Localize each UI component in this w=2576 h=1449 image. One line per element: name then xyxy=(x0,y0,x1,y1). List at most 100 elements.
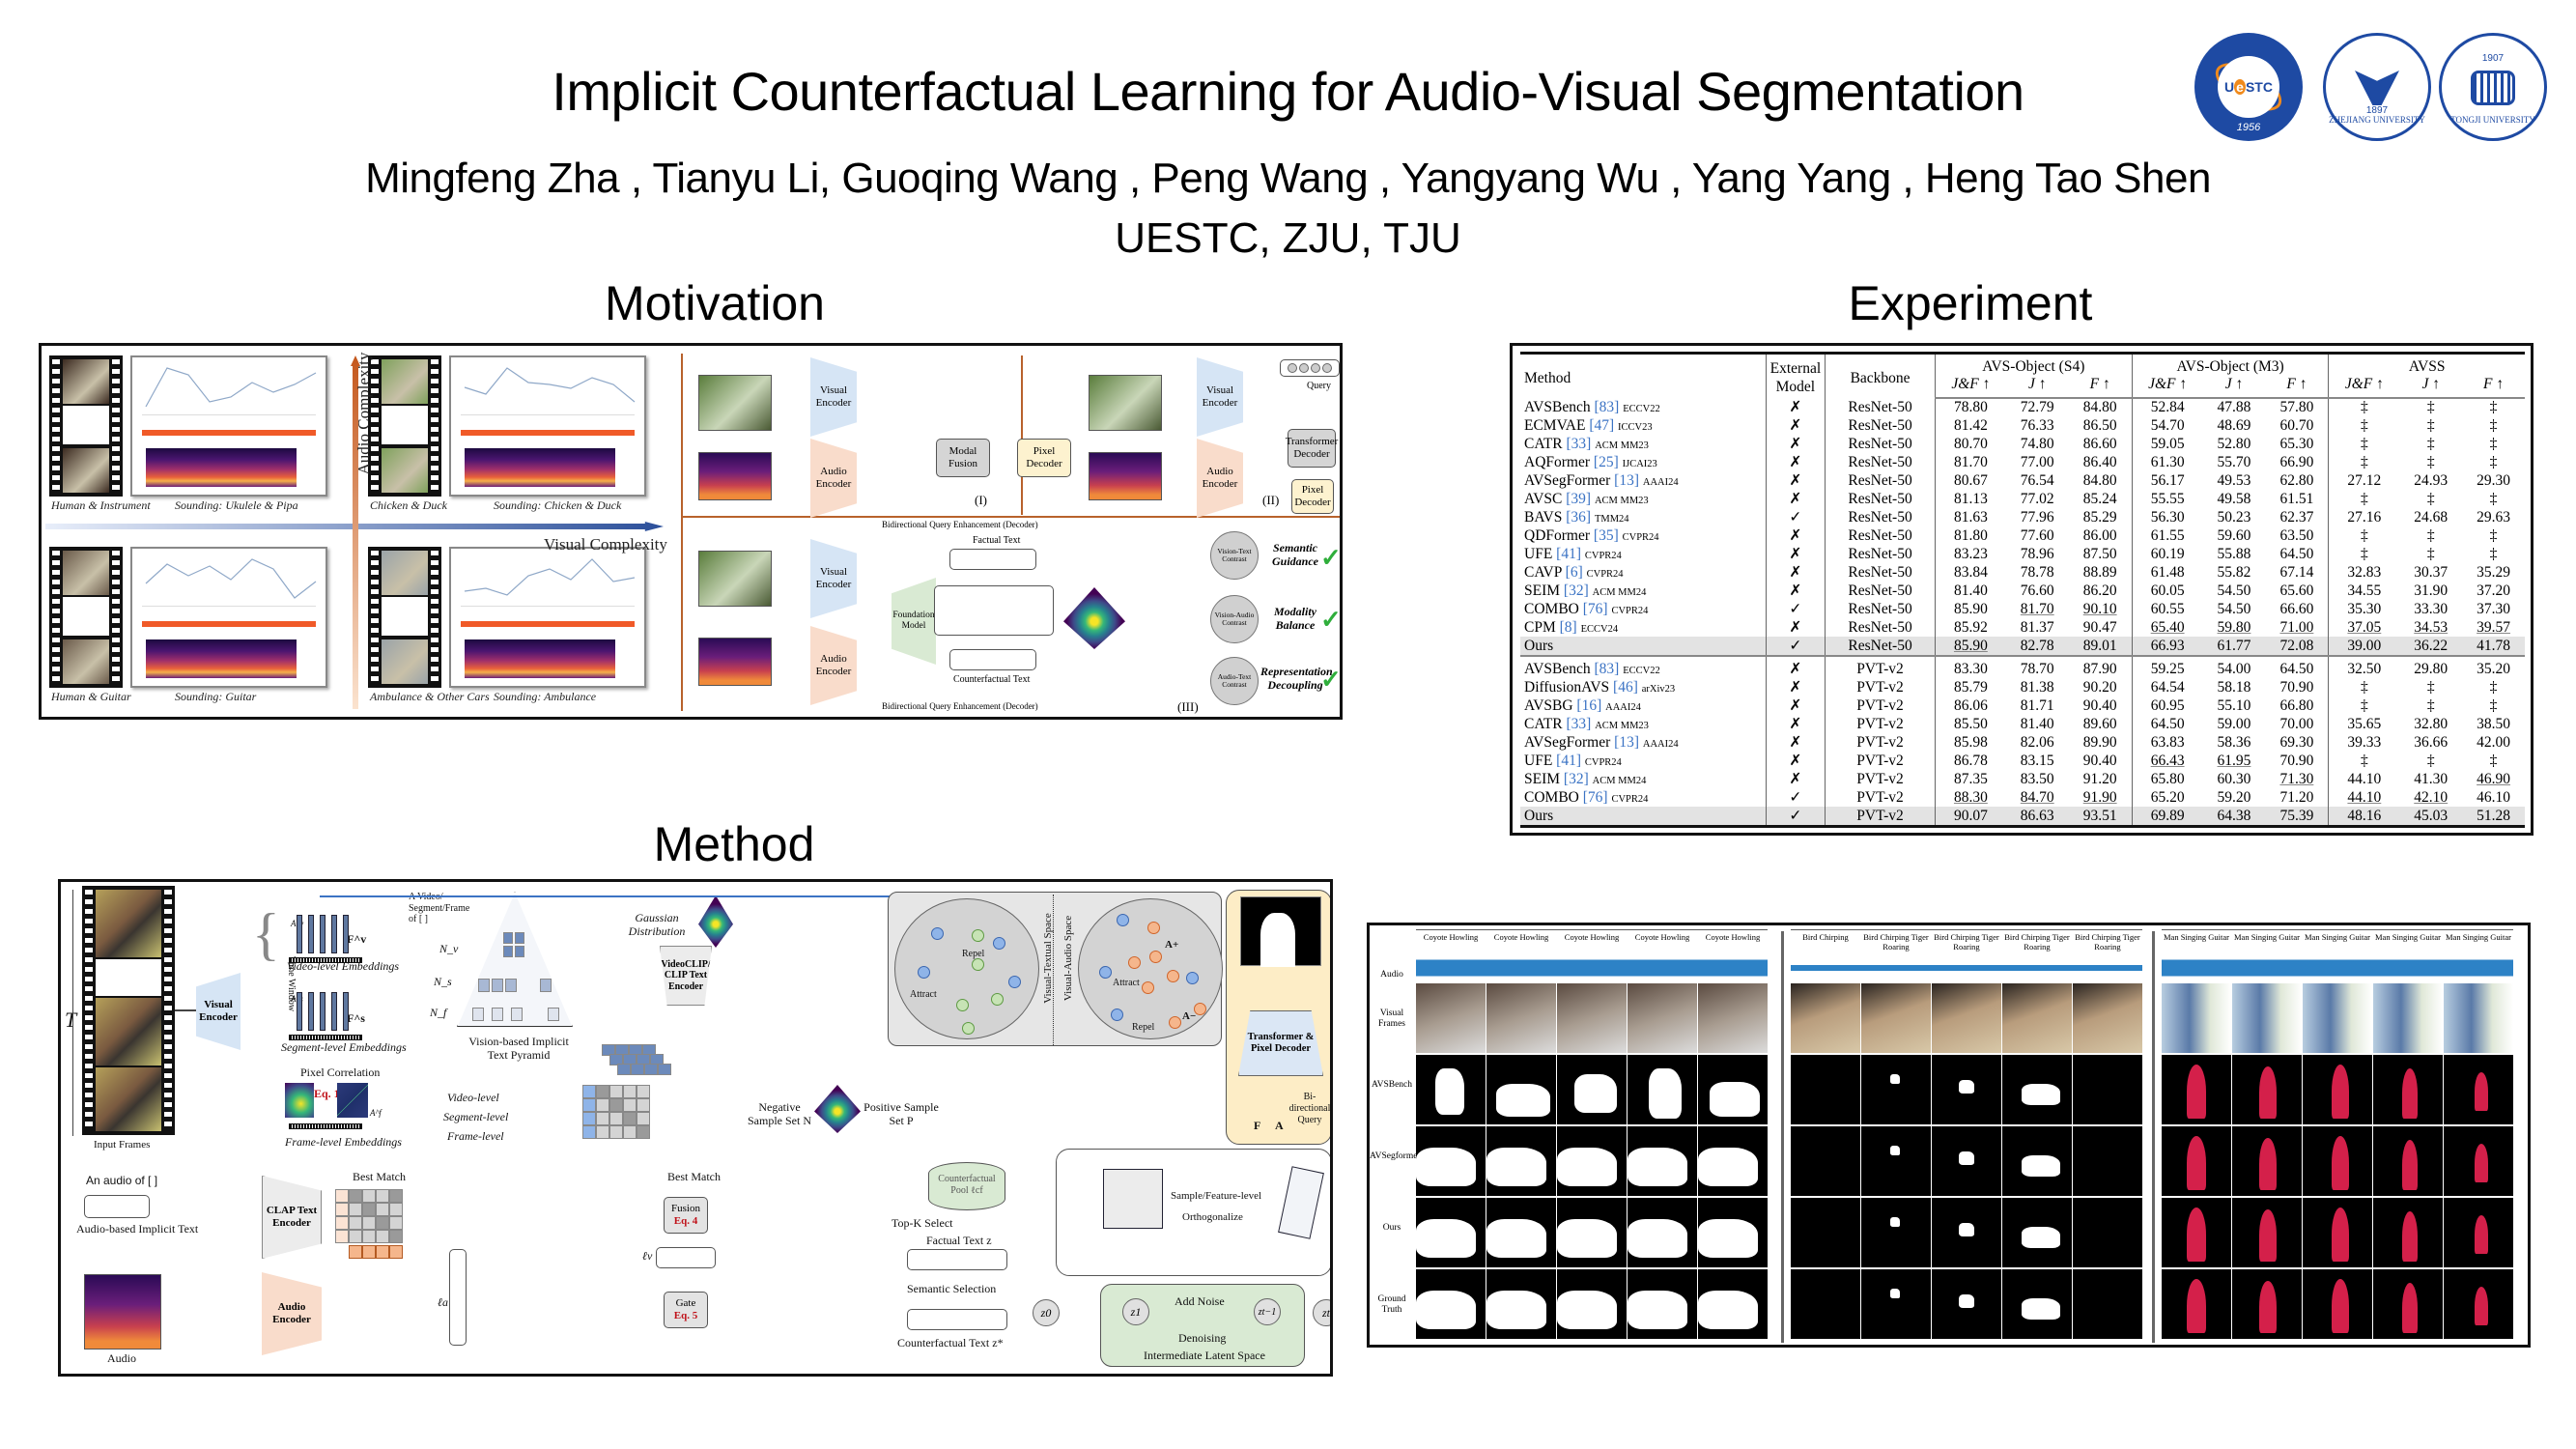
venue-label: ACM MM24 xyxy=(1592,586,1647,598)
text-embedding-cell xyxy=(609,1054,623,1065)
metric-cell: 90.10 xyxy=(2082,600,2117,617)
metric-cell: 81.70 xyxy=(2020,600,2054,617)
backbone-cell: ResNet-50 xyxy=(1825,416,1936,435)
segmentation-mask xyxy=(2444,1055,2513,1124)
method-cell: AVSBench [83] ECCV22 xyxy=(1520,398,1766,416)
segmentation-mask xyxy=(1861,1055,1931,1124)
citation-link[interactable]: [8] xyxy=(1559,618,1577,636)
citation-link[interactable]: [76] xyxy=(1582,788,1608,806)
citation-link[interactable]: [47] xyxy=(1589,416,1615,434)
modal-fusion-block: Modal Fusion xyxy=(936,439,990,477)
ell-v-label: ℓv xyxy=(642,1249,653,1263)
text-encoder: VideoCLIP/ CLIP Text Encoder xyxy=(660,946,712,1006)
query-label: Query xyxy=(1307,381,1331,391)
citation-link[interactable]: [6] xyxy=(1565,563,1583,581)
video-frame xyxy=(382,448,428,493)
metric-cell: 60.95 xyxy=(2131,696,2203,715)
metric-cell: ‡ xyxy=(2489,490,2498,507)
metric-cell: 60.30 xyxy=(2217,770,2251,787)
metric-cell: 69.89 xyxy=(2131,807,2203,828)
time-axis-label: T xyxy=(65,1008,77,1032)
citation-link[interactable]: [46] xyxy=(1613,678,1638,696)
divider xyxy=(1021,355,1023,515)
metric-cell: ‡ xyxy=(2426,435,2435,452)
metric-cell: 77.60 xyxy=(2020,526,2054,544)
segmentation-mask xyxy=(1486,1198,1556,1267)
row-label: Visual Frames xyxy=(1378,1009,1405,1030)
metric-cell: 78.96 xyxy=(2020,545,2054,562)
citation-link[interactable]: [25] xyxy=(1593,453,1619,470)
metric-cell: 78.70 xyxy=(2005,655,2069,678)
citation-link[interactable]: [83] xyxy=(1594,660,1620,677)
spectral-change-plot xyxy=(142,417,316,448)
metric-cell: 54.00 xyxy=(2202,655,2266,678)
backbone-cell: ResNet-50 xyxy=(1825,526,1936,545)
video-frame-thumbnail xyxy=(698,551,772,607)
citation-link[interactable]: [33] xyxy=(1566,715,1592,732)
segmentation-mask xyxy=(1628,1055,1697,1124)
metric-cell: 65.20 xyxy=(2131,788,2203,807)
backbone-cell: PVT-v2 xyxy=(1825,733,1936,752)
embedding-bar xyxy=(308,915,314,953)
citation-link[interactable]: [35] xyxy=(1593,526,1619,544)
segmentation-mask xyxy=(2444,1198,2513,1267)
metric-cell: 37.05 xyxy=(2328,618,2400,637)
citation-link[interactable]: [13] xyxy=(1614,471,1639,489)
uestc-logo-year: 1956 xyxy=(2236,122,2261,133)
orthogonalize-diagram xyxy=(934,585,1054,636)
film-strip xyxy=(289,957,362,963)
pyramid-level-nf: N_f xyxy=(430,1006,447,1019)
visual-textual-space xyxy=(894,898,1039,1039)
decoder-input-a: A xyxy=(1275,1119,1284,1132)
backbone-cell: ResNet-50 xyxy=(1825,618,1936,637)
citation-link[interactable]: [41] xyxy=(1556,545,1581,562)
citation-link[interactable]: [41] xyxy=(1556,752,1581,769)
citation-link[interactable]: [33] xyxy=(1566,435,1592,452)
panel-caption-left: Human & Instrument xyxy=(51,498,151,512)
metric-cell: ‡ xyxy=(2328,398,2400,416)
segmentation-mask-output xyxy=(1240,896,1321,967)
frame-difference-plot xyxy=(461,363,635,415)
citation-link[interactable]: [83] xyxy=(1594,398,1620,415)
citation-link[interactable]: [13] xyxy=(1614,733,1639,751)
metric-cell: 35.65 xyxy=(2328,715,2400,733)
method-cell: CATR [33] ACM MM23 xyxy=(1520,435,1766,453)
metric-cell: 59.25 xyxy=(2131,655,2203,678)
citation-link[interactable]: [16] xyxy=(1576,696,1602,714)
feature-fs-label: F^s xyxy=(347,1011,365,1025)
citation-link[interactable]: [39] xyxy=(1566,490,1592,507)
similarity-cell xyxy=(637,1112,650,1125)
video-frame-thumbnail xyxy=(1089,375,1162,431)
metric-cell: 36.66 xyxy=(2414,733,2449,751)
similarity-cell xyxy=(637,1085,650,1098)
metric-cell: 85.24 xyxy=(2082,490,2117,507)
a-minus-label: A− xyxy=(1182,1010,1197,1022)
visual-encoder: Visual Encoder xyxy=(810,539,857,618)
audio-waveform xyxy=(1416,956,1768,980)
panel-caption-right: Sounding: Ambulance xyxy=(494,690,597,703)
metric-cell: 56.17 xyxy=(2131,471,2203,490)
tju-logo-year: 1907 xyxy=(2481,53,2505,64)
venue-label: ECCV22 xyxy=(1623,403,1660,414)
pyramid-level-nv: N_v xyxy=(439,942,459,955)
spectrogram-thumbnail xyxy=(698,452,772,500)
metric-cell: 59.20 xyxy=(2217,788,2251,806)
metric-cell: ‡ xyxy=(2328,490,2400,508)
a-plus-label: A+ xyxy=(1165,939,1179,951)
backbone-cell: PVT-v2 xyxy=(1825,752,1936,770)
citation-link[interactable]: [32] xyxy=(1563,770,1589,787)
metric-cell: 78.78 xyxy=(2020,563,2054,581)
venue-label: ACM MM23 xyxy=(1595,720,1649,731)
method-name: SEIM xyxy=(1524,582,1561,599)
citation-link[interactable]: [36] xyxy=(1566,508,1592,526)
method-name: CATR xyxy=(1524,715,1563,732)
fusion-block: Fusion Eq. 4 xyxy=(664,1197,708,1234)
foundation-model: Foundation Model xyxy=(892,578,936,665)
citation-link[interactable]: [32] xyxy=(1563,582,1589,599)
spectral-change-plot xyxy=(142,609,316,639)
metric-cell: ‡ xyxy=(2426,453,2435,470)
metric-cell: 85.98 xyxy=(1934,733,2006,752)
citation-link[interactable]: [76] xyxy=(1582,600,1608,617)
metric-cell: 93.51 xyxy=(2068,807,2133,828)
